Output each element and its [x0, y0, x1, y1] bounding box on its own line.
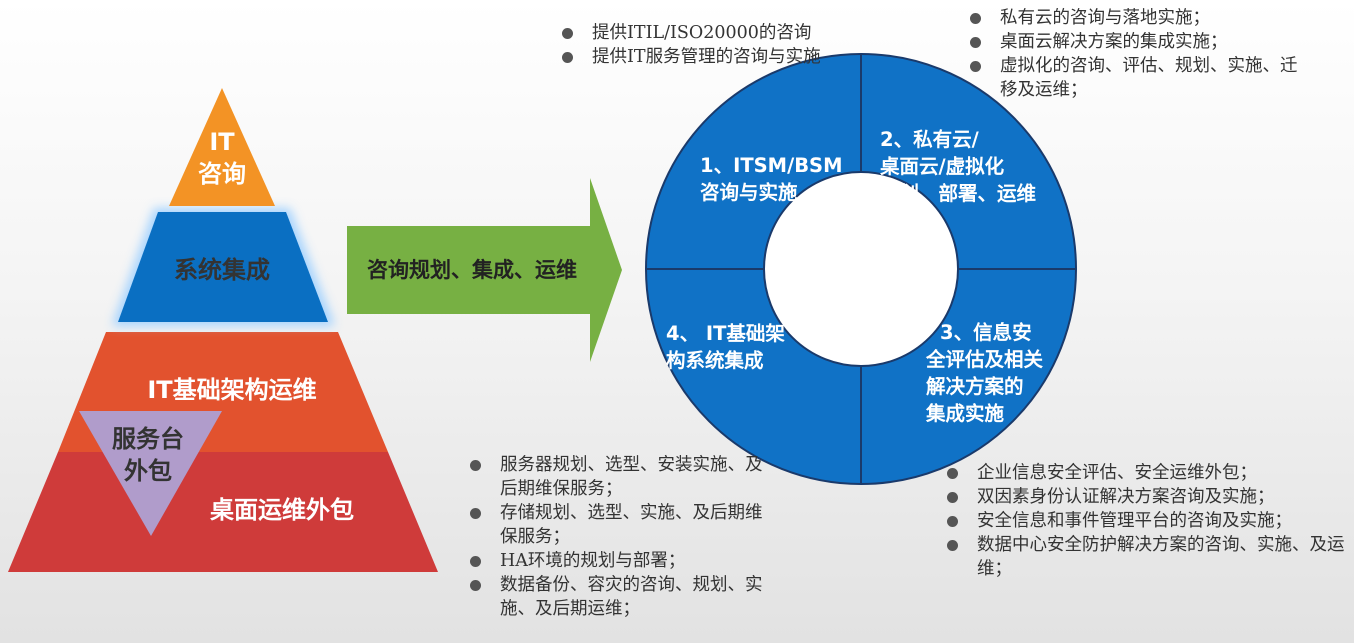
bullets-bottom-right: 企业信息安全评估、安全运维外包； 双因素身份认证解决方案咨询及实施； 安全信息和…	[945, 461, 1345, 581]
pyramid-second-label: 系统集成	[174, 256, 270, 284]
bullet-item: 存储规划、选型、实施、及后期维保服务；	[468, 501, 768, 549]
ring-q2-line-3: 规划、部署、运维	[880, 182, 1037, 205]
pyramid-top-label-1: IT	[209, 128, 235, 156]
bullet-item: 提供IT服务管理的咨询与实施	[560, 45, 860, 69]
service-desk-triangle	[79, 411, 222, 536]
ring-q2-line-2: 桌面云/虚拟化	[880, 155, 1005, 178]
ring-q4-line-1: 4、 IT基础架	[666, 322, 785, 345]
bullets-bottom-center: 服务器规划、选型、安装实施、及后期维保服务； 存储规划、选型、实施、及后期维保服…	[468, 453, 768, 621]
ring-q3-line-2: 全评估及相关	[925, 348, 1044, 371]
pyramid-top-layer	[169, 88, 275, 206]
ring-q3-line-3: 解决方案的	[926, 375, 1024, 398]
green-arrow	[347, 178, 622, 362]
bullet-item: HA环境的规划与部署；	[468, 549, 768, 573]
bullet-item: 桌面云解决方案的集成实施；	[968, 30, 1298, 54]
bullet-item: 虚拟化的咨询、评估、规划、实施、迁移及运维；	[968, 54, 1298, 102]
bullet-item: 私有云的咨询与落地实施；	[968, 6, 1298, 30]
bullets-top-center: 提供ITIL/ISO20000的咨询 提供IT服务管理的咨询与实施	[560, 21, 860, 69]
pyramid-bottom-layer	[8, 452, 438, 572]
pyramid-bottom-label: 桌面运维外包	[210, 496, 354, 524]
pyramid-second-layer	[118, 212, 328, 322]
bullet-item: 服务器规划、选型、安装实施、及后期维保服务；	[468, 453, 768, 501]
pyramid-third-label: IT基础架构运维	[147, 376, 316, 404]
ring-q4-line-2: 构系统集成	[666, 349, 764, 372]
ring-q3-line-4: 集成实施	[925, 402, 1005, 425]
bullet-item: 数据中心安全防护解决方案的咨询、实施、及运维；	[945, 533, 1345, 581]
ring-q3-line-1: 3、信息安	[940, 321, 1032, 344]
bullet-item: 安全信息和事件管理平台的咨询及实施；	[945, 509, 1345, 533]
bullet-item: 数据备份、容灾的咨询、规划、实施、及后期运维；	[468, 573, 768, 621]
bullets-top-right: 私有云的咨询与落地实施； 桌面云解决方案的集成实施； 虚拟化的咨询、评估、规划、…	[968, 6, 1298, 102]
service-desk-label-1: 服务台	[112, 425, 184, 453]
service-desk-label-2: 外包	[124, 457, 172, 485]
arrow-label: 咨询规划、集成、运维	[367, 258, 577, 282]
bullet-item: 提供ITIL/ISO20000的咨询	[560, 21, 860, 45]
bullet-item: 企业信息安全评估、安全运维外包；	[945, 461, 1345, 485]
bullet-item: 双因素身份认证解决方案咨询及实施；	[945, 485, 1345, 509]
pyramid-top-label-2: 咨询	[198, 160, 246, 188]
ring-q2-line-1: 2、私有云/	[880, 128, 980, 151]
ring-q1-line-2: 咨询与实施	[700, 181, 798, 204]
ring-q1-line-1: 1、ITSM/BSM	[700, 154, 843, 177]
